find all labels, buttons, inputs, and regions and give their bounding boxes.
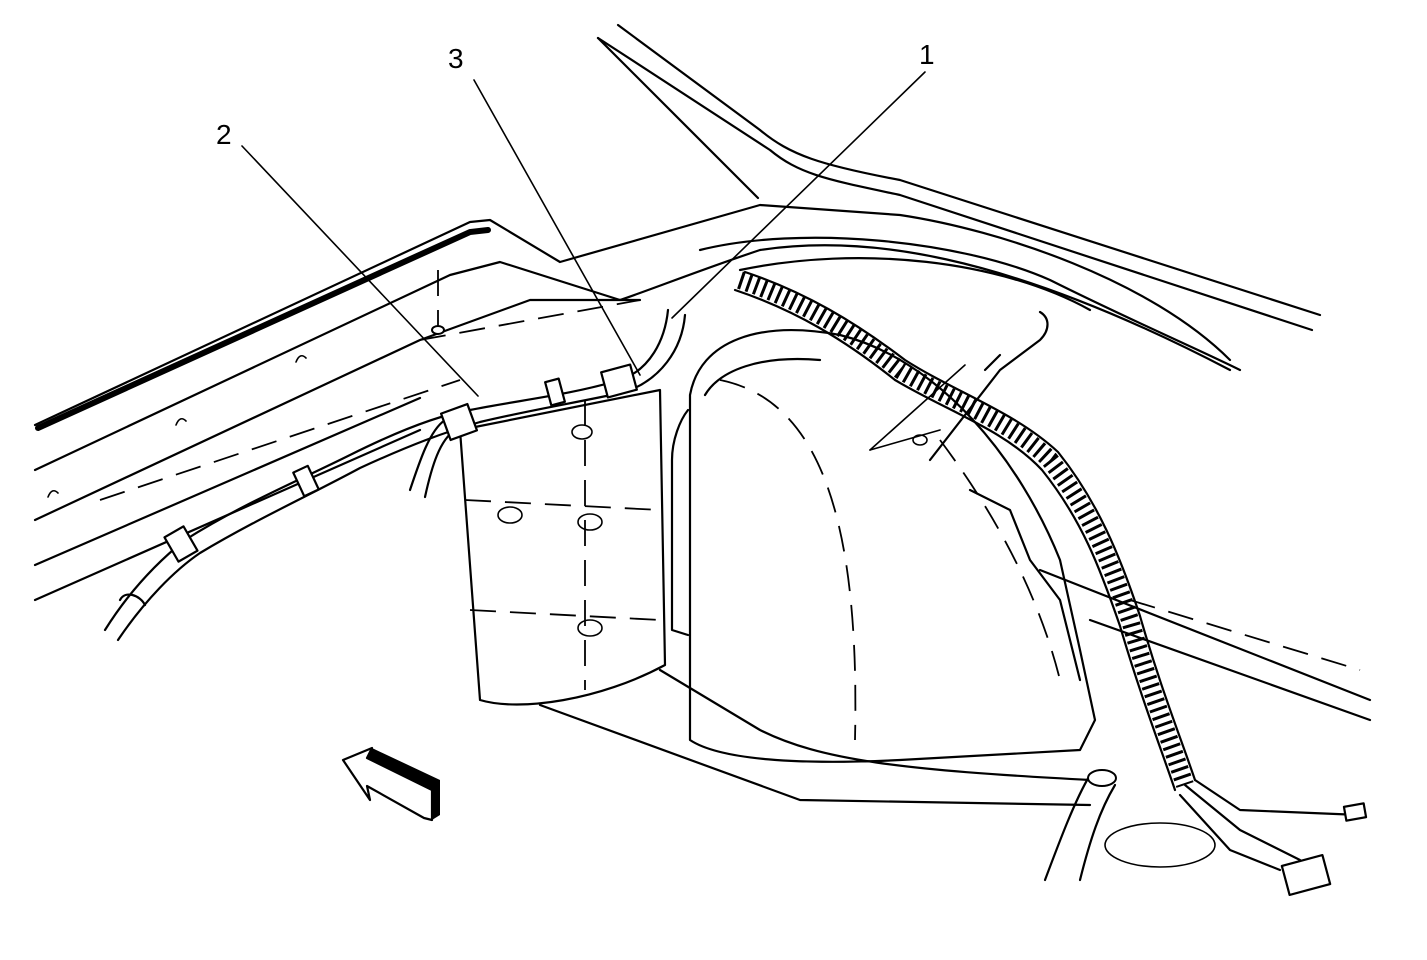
callout-1-label: 1 [919, 39, 935, 70]
leader-lines [241, 71, 926, 397]
floor-panel [538, 568, 1372, 807]
body-panel-lines [33, 203, 1242, 602]
callout-3-label: 3 [448, 43, 464, 74]
main-wire-harness [103, 308, 687, 642]
canister-body [458, 388, 667, 706]
arrow-icon [341, 746, 440, 822]
lower-pipe [1043, 769, 1216, 882]
rear-window-outline [596, 23, 1322, 332]
mounting-bracket [869, 310, 1049, 462]
wheel-housing [670, 329, 1097, 763]
callout-2-label: 2 [216, 119, 232, 150]
fastener-stud [431, 270, 445, 335]
conduit-harness [733, 270, 1368, 897]
